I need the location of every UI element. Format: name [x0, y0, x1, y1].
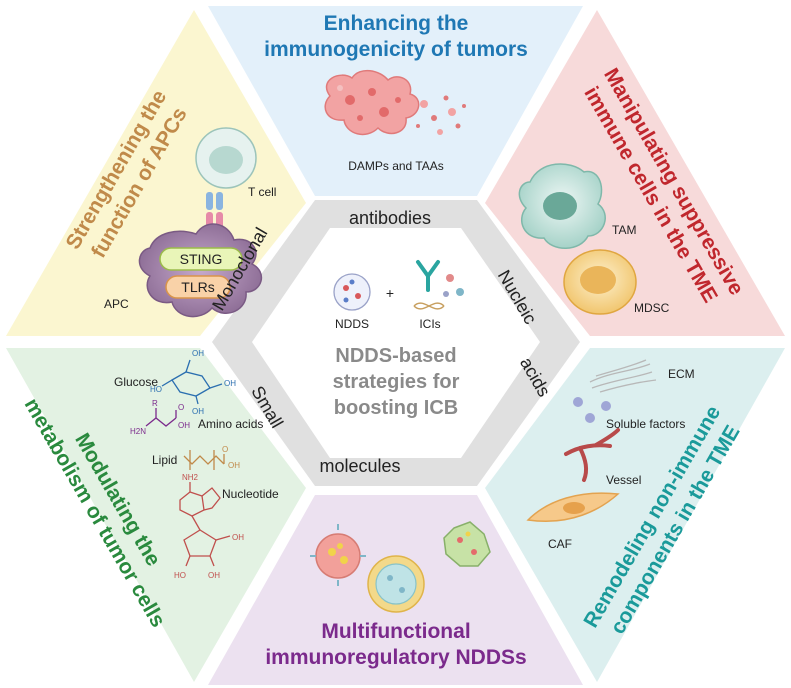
- nucleotide-nh2-label: NH2: [182, 473, 199, 482]
- center-hexagon: [252, 228, 540, 458]
- nucleotide-label: Nucleotide: [222, 487, 279, 501]
- nucleic-acid-icon: [413, 302, 445, 310]
- glucose-label: Glucose: [114, 375, 158, 389]
- tam-label: TAM: [612, 223, 636, 237]
- center-plus: +: [386, 285, 394, 301]
- ecm-label: ECM: [668, 367, 695, 381]
- tam-cell-icon: [518, 163, 606, 249]
- section-bottom-left-bg: [6, 348, 306, 682]
- caf-cell-icon: [526, 492, 620, 522]
- section-top-right-bg: [485, 10, 785, 336]
- top-label-damps: DAMPs and TAAs: [348, 159, 444, 173]
- t-cell-label: T cell: [248, 185, 276, 199]
- ecm-fibers-icon: [589, 359, 657, 393]
- nucleotide-oh2-label: OH: [232, 533, 244, 542]
- glucose-ho-left: HO: [150, 385, 162, 394]
- top-title-line1: Enhancing the: [324, 12, 469, 35]
- ring-antibodies: antibodies: [349, 208, 431, 228]
- bottom-title-line2: immunoregulatory NDDSs: [265, 646, 526, 669]
- mdsc-cell-icon: [563, 249, 637, 315]
- tlrs-label: TLRs: [181, 279, 214, 295]
- amino-h2n-label: H2N: [130, 427, 146, 436]
- nanoparticle-green-icon: [443, 521, 491, 567]
- nucleotide-ho-label: HO: [174, 571, 186, 580]
- sting-label: STING: [180, 251, 223, 267]
- bottom-title-line1: Multifunctional: [321, 620, 470, 643]
- center-icis-label: ICIs: [419, 317, 440, 331]
- vessel-label: Vessel: [606, 473, 641, 487]
- nanoparticle-teal-icon: [367, 555, 425, 613]
- nucleotide-oh-label: OH: [208, 571, 220, 580]
- lipid-structure-icon: [183, 450, 225, 470]
- t-cell-icon: [195, 127, 257, 189]
- top-title-line2: immunogenicity of tumors: [264, 38, 528, 61]
- nanoparticle-red-icon: [310, 524, 366, 586]
- glucose-oh-top: OH: [192, 349, 204, 358]
- center-title-line2: strategies for: [333, 371, 460, 393]
- caf-label: CAF: [548, 537, 572, 551]
- amino-oh-label: OH: [178, 421, 190, 430]
- sting-badge: STING: [159, 247, 243, 271]
- amino-r-label: R: [152, 399, 158, 408]
- glucose-structure-icon: [161, 359, 223, 405]
- lipid-o-label: O: [222, 445, 228, 454]
- lipid-oh-label: OH: [228, 461, 240, 470]
- apc-label: APC: [104, 297, 129, 311]
- ndds-particle-icon: [333, 273, 371, 311]
- soluble-factors-label: Soluble factors: [606, 417, 685, 431]
- lipid-label: Lipid: [152, 453, 177, 467]
- nucleotide-structure-icon: [179, 482, 231, 567]
- amino-o-label: O: [178, 403, 184, 412]
- glucose-oh-bottom: OH: [192, 407, 204, 416]
- vessel-icon: [564, 428, 620, 482]
- glucose-oh-right: OH: [224, 379, 236, 388]
- center-title-line3: boosting ICB: [334, 397, 458, 419]
- section-bottom-right-bg: [485, 348, 785, 682]
- tlrs-badge: TLRs: [165, 275, 231, 299]
- soluble-factors-icon: [573, 397, 611, 423]
- amino-acids-label: Amino acids: [198, 417, 263, 431]
- antibody-icon: [416, 260, 440, 292]
- amino-acid-structure-icon: [145, 408, 177, 427]
- tumor-debris-icon: [324, 69, 466, 136]
- mdsc-label: MDSC: [634, 301, 670, 315]
- center-title-line1: NDDS-based: [335, 345, 456, 367]
- ring-molecules: molecules: [319, 456, 400, 476]
- center-ndds-label: NDDS: [335, 317, 369, 331]
- small-molecule-icon: [443, 274, 464, 297]
